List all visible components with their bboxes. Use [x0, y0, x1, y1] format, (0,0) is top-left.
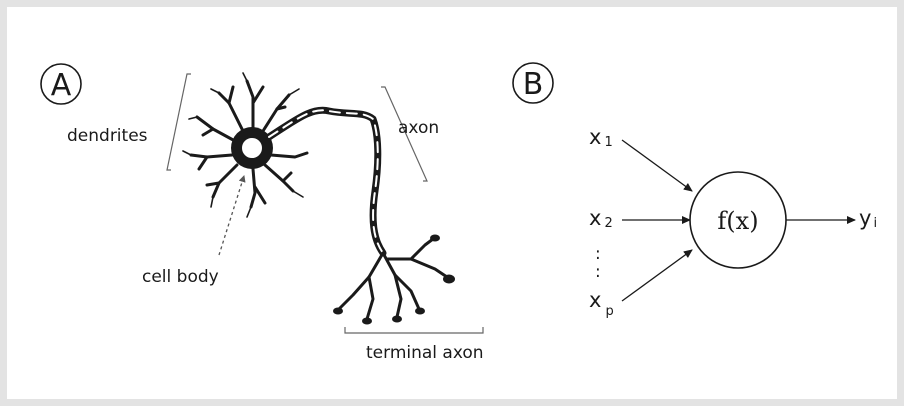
- input-xp-sub: p: [605, 304, 613, 319]
- input-x1-base: x: [589, 125, 601, 149]
- input-arrow-1: [622, 140, 692, 191]
- myelin-gaps: [269, 110, 383, 253]
- cell-body-pointer: [219, 176, 244, 255]
- cell-body-label: cell body: [142, 267, 219, 287]
- panel-a-letter: A: [51, 68, 72, 103]
- terminal-axon-bracket: [345, 327, 483, 333]
- terminal-boutons: [333, 235, 455, 325]
- input-x2-sub: 2: [604, 216, 612, 231]
- input-arrow-p: [622, 250, 692, 301]
- axon-shape: [269, 110, 383, 253]
- input-xp-base: x: [589, 288, 601, 312]
- ellipsis-lower: :: [595, 262, 601, 282]
- neuron-illustration: [183, 73, 455, 325]
- terminal-branches: [339, 239, 447, 319]
- input-x2-base: x: [589, 206, 601, 230]
- activation-function: f(x): [717, 207, 758, 235]
- panel-b-letter: B: [523, 67, 544, 102]
- dendrites-label: dendrites: [67, 126, 148, 146]
- ellipsis-upper: :: [595, 244, 601, 264]
- panel-a: A: [41, 64, 484, 363]
- input-x1-sub: 1: [604, 135, 612, 150]
- dendrites-bracket: [167, 74, 191, 170]
- output-yi-sub: i: [873, 216, 877, 231]
- axon-label: axon: [398, 118, 439, 138]
- nucleus-shape: [241, 137, 263, 159]
- output-yi-base: y: [859, 206, 871, 230]
- neuron-diagram: A: [7, 7, 897, 399]
- terminal-axon-label: terminal axon: [366, 343, 484, 363]
